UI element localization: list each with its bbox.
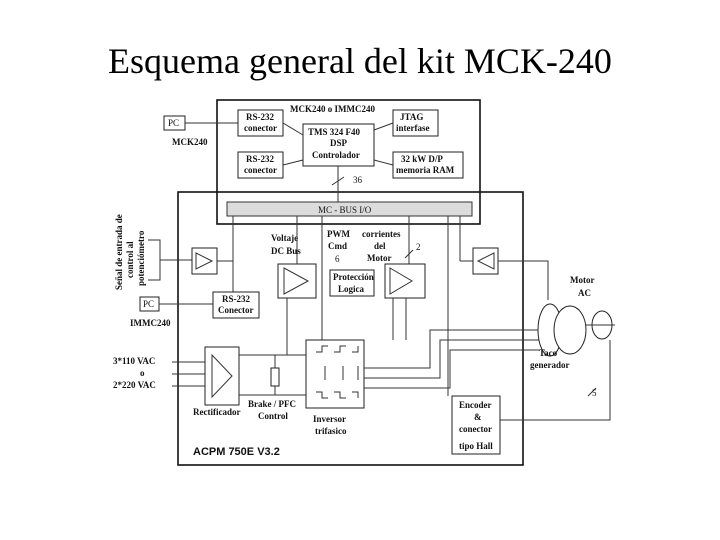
jtag-l2: interfase	[396, 123, 430, 133]
taco-l1: Taco	[539, 348, 558, 358]
right-amp-icon	[476, 252, 495, 270]
ram-l1: 32 kW D/P	[401, 154, 443, 164]
enc-n: 5	[592, 388, 597, 398]
dsp-box	[302, 123, 375, 167]
mc-bus-label: MC - BUS I/O	[318, 205, 372, 215]
corr-l1: corrientes	[362, 229, 401, 239]
pc-top-label: PC	[168, 118, 179, 128]
vac-l1: 3*110 VAC	[113, 356, 155, 366]
rs232mid-dsp-wire	[282, 159, 304, 166]
taco-l2: generador	[530, 360, 570, 370]
inverter-bottom-switches	[316, 391, 359, 399]
corr-n: 2	[416, 242, 421, 252]
mck-board	[216, 99, 481, 225]
rs232-top-l2: conector	[244, 123, 277, 133]
corr-l2: del	[374, 241, 386, 251]
rectifier-label: Rectificador	[193, 407, 240, 417]
voltaje-l1: Voltaje	[271, 233, 298, 243]
jtag-l1: JTAG	[400, 112, 423, 122]
vac-l3: 2*220 VAC	[113, 380, 156, 390]
pwm-l2: Cmd	[328, 241, 347, 251]
voltaje-amp-icon	[283, 267, 310, 295]
encoder-l4: tipo Hall	[459, 441, 493, 451]
jtag-box	[392, 109, 439, 137]
mck-board-title: MCK240 o IMMC240	[290, 104, 375, 114]
motor-body	[553, 305, 587, 355]
pot-l1: Señal de entrada de	[114, 214, 124, 290]
corr-l3: Motor	[367, 253, 392, 263]
ram-l2: memoria RAM	[396, 165, 455, 175]
voltaje-l2: DC Bus	[271, 246, 301, 256]
rs232-dsp-wire	[282, 122, 304, 136]
rs232-mid-l2: conector	[244, 165, 277, 175]
rs232-conn-box	[212, 291, 260, 319]
dsp-l2: DSP	[330, 138, 348, 148]
current-amp-icon	[389, 267, 413, 295]
acpm-board	[177, 191, 524, 466]
rs232-conn-l1: RS-232	[222, 294, 251, 304]
encoder-box	[451, 395, 501, 455]
rs232-top-box	[237, 109, 284, 137]
current-amp-box	[384, 263, 426, 299]
taco-feedback-wire	[498, 260, 549, 300]
pc-mid-label: PC	[143, 299, 154, 309]
encoder-l1: Encoder	[459, 400, 492, 410]
bus-width-label: 36	[353, 175, 363, 185]
inverter-l1: Inversor	[313, 414, 346, 424]
pwm-l1: PWM	[327, 229, 350, 239]
motor-l2: AC	[578, 288, 591, 298]
brake-l1: Brake / PFC	[248, 399, 296, 409]
left-amp-icon	[195, 252, 214, 270]
proteccion-l1: Protección	[333, 272, 374, 282]
rs232-top-l1: RS-232	[246, 112, 275, 122]
acpm-label: ACPM 750E V3.2	[193, 446, 280, 458]
pwm-n: 6	[335, 254, 340, 264]
motor-l1: Motor	[570, 275, 595, 285]
encoder-l2: &	[474, 412, 482, 422]
mc-bus-bar	[226, 201, 473, 217]
rectifier-icon	[211, 353, 233, 399]
pot-bracket	[148, 239, 161, 281]
enc-slash	[587, 387, 597, 397]
pot-label-group: Señal de entrada de control al potencióm…	[114, 214, 146, 290]
motor-phase-1	[364, 329, 540, 369]
motor-phase-3	[364, 349, 540, 389]
rs232-mid-l1: RS-232	[246, 154, 275, 164]
immc-label: IMMC240	[130, 318, 171, 328]
proteccion-box	[329, 269, 375, 297]
mck240-side-label: MCK240	[172, 137, 208, 147]
vac-l2: o	[140, 368, 145, 378]
dsp-ram-wire	[373, 159, 394, 166]
slide-title: Esquema general del kit MCK-240	[108, 41, 612, 81]
inverter-top-switches	[316, 345, 359, 353]
inverter-l2: trifasico	[315, 426, 347, 436]
encoder-l3: conector	[459, 424, 492, 434]
pot-l3: potenciómetro	[136, 230, 146, 286]
dsp-l3: Controlador	[312, 150, 360, 160]
pot-l2: control al	[125, 241, 135, 278]
brake-resistor	[270, 367, 280, 387]
bus-slash	[331, 176, 345, 186]
encoder-motor-wire	[500, 340, 611, 421]
dsp-l1: TMS 324 F40	[308, 127, 361, 137]
dsp-jtag-wire	[373, 122, 394, 131]
motor-phase-2	[364, 339, 540, 379]
rs232-conn-l2: Conector	[218, 305, 254, 315]
inverter-box	[305, 339, 365, 409]
rectifier-box	[204, 346, 240, 406]
proteccion-l2: Logica	[338, 284, 364, 294]
brake-l2: Control	[258, 411, 288, 421]
